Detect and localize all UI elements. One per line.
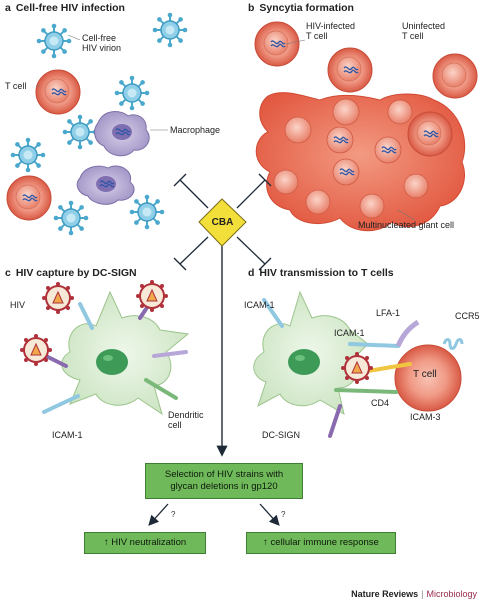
question-mark: ? — [281, 510, 286, 519]
giant-cell-icon — [255, 92, 466, 232]
panel-b — [254, 21, 478, 232]
virion-icon — [9, 136, 47, 174]
t-cell-label: T cell — [5, 81, 27, 91]
ccr5-label: CCR5 — [455, 311, 480, 321]
panel-c — [19, 279, 190, 416]
virion-icon — [61, 113, 99, 151]
virion-icon — [52, 199, 90, 237]
hiv-label: HIV — [10, 300, 26, 310]
panel-d — [253, 290, 464, 438]
cba-diamond — [198, 198, 247, 247]
lfa1-label: LFA-1 — [376, 308, 401, 318]
macrophage-label: Macrophage — [170, 125, 221, 135]
virion-icon — [35, 22, 73, 60]
arrow-to-immune — [259, 503, 280, 526]
t-cell-icon — [327, 47, 373, 93]
virion-icon — [128, 193, 166, 231]
t-cell-icon — [254, 21, 300, 67]
dendritic-cell-icon — [253, 290, 369, 416]
hiv-icon — [41, 281, 75, 315]
question-mark: ? — [171, 510, 176, 519]
cd4-label: CD4 — [371, 398, 390, 408]
icam1-label: ICAM-1 — [52, 430, 83, 440]
macrophage-icon — [94, 111, 150, 157]
macrophage-icon — [76, 165, 135, 205]
immune-response-box: ↑ cellular immune response — [246, 532, 396, 554]
t-cell-icon — [432, 53, 478, 99]
virion-icon — [113, 74, 151, 112]
icam1-top-label: ICAM-1 — [244, 300, 275, 310]
t-cell-icon — [6, 175, 52, 221]
cba-label: CBA — [211, 217, 234, 228]
t-cell-icon — [35, 69, 81, 115]
icam3-label: ICAM-3 — [410, 412, 441, 422]
t-cell-d-label: T cell — [413, 369, 437, 380]
t-cell-icon — [394, 344, 462, 412]
panel-a — [6, 11, 189, 237]
arrow-to-neutralization — [148, 503, 169, 526]
hiv-icon — [135, 279, 169, 313]
icam1-mid-label: ICAM-1 — [334, 328, 365, 338]
dendritic-cell-icon — [61, 290, 190, 416]
journal-credit: Nature Reviews|Microbiology — [351, 589, 477, 599]
dcsign-label: DC-SIGN — [262, 430, 300, 440]
virion-icon — [151, 11, 189, 49]
selection-box: Selection of HIV strains with glycan del… — [145, 463, 303, 499]
hiv-icon — [340, 351, 374, 385]
giant-cell-label: Multinucleated giant cell — [358, 220, 455, 230]
neutralization-box: ↑ HIV neutralization — [84, 532, 206, 554]
cba-inhibition — [173, 173, 272, 271]
hiv-icon — [19, 333, 53, 367]
